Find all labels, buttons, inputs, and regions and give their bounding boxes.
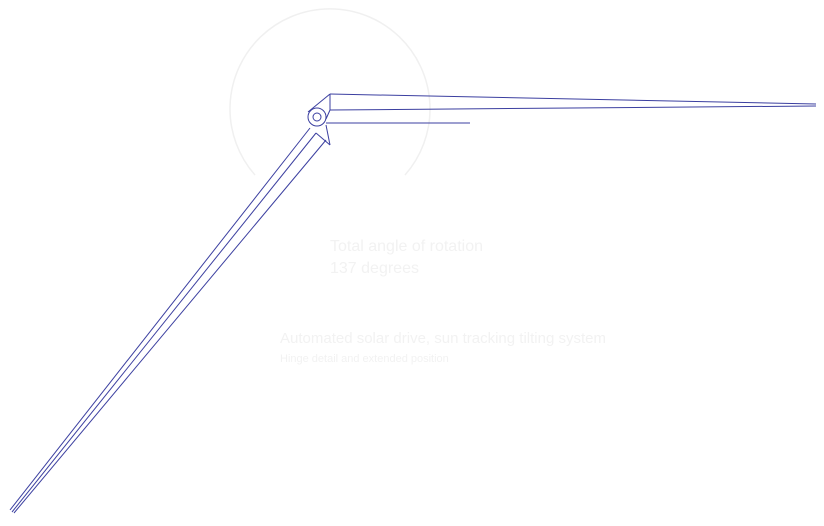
upper-arm <box>307 93 817 146</box>
lower-arm <box>9 127 331 514</box>
hinge-pivot <box>307 107 327 127</box>
rotation-arc <box>229 8 431 176</box>
angle-value: 137 degrees <box>330 260 419 277</box>
angle-title: Total angle of rotation <box>330 238 483 255</box>
system-title: Automated solar drive, sun tracking tilt… <box>280 330 606 347</box>
system-subtitle: Hinge detail and extended position <box>280 353 449 365</box>
